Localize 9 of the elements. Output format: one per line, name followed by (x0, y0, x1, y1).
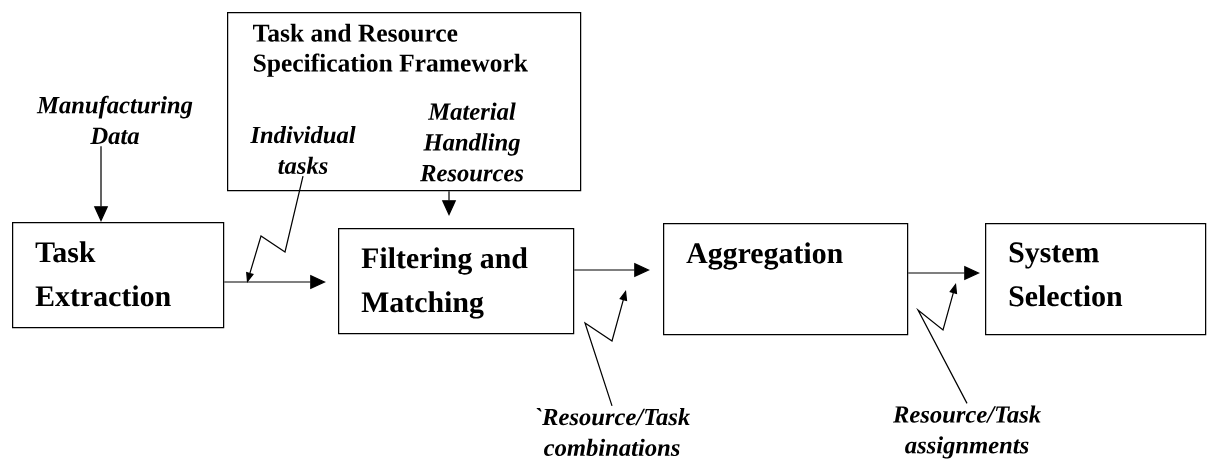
process-box: Aggregation (663, 223, 909, 336)
process-box: Task Extraction (12, 222, 225, 329)
text-label: `Resource/Task combinations (536, 407, 690, 457)
process-box: System Selection (985, 223, 1207, 336)
text-label: Material Handling Resources (420, 102, 524, 182)
text-label: Resource/Task assignments (892, 405, 1041, 459)
text-label: Manufacturing Data (36, 95, 193, 145)
text-label: Individual tasks (250, 125, 356, 175)
process-box: Filtering and Matching (338, 228, 575, 335)
